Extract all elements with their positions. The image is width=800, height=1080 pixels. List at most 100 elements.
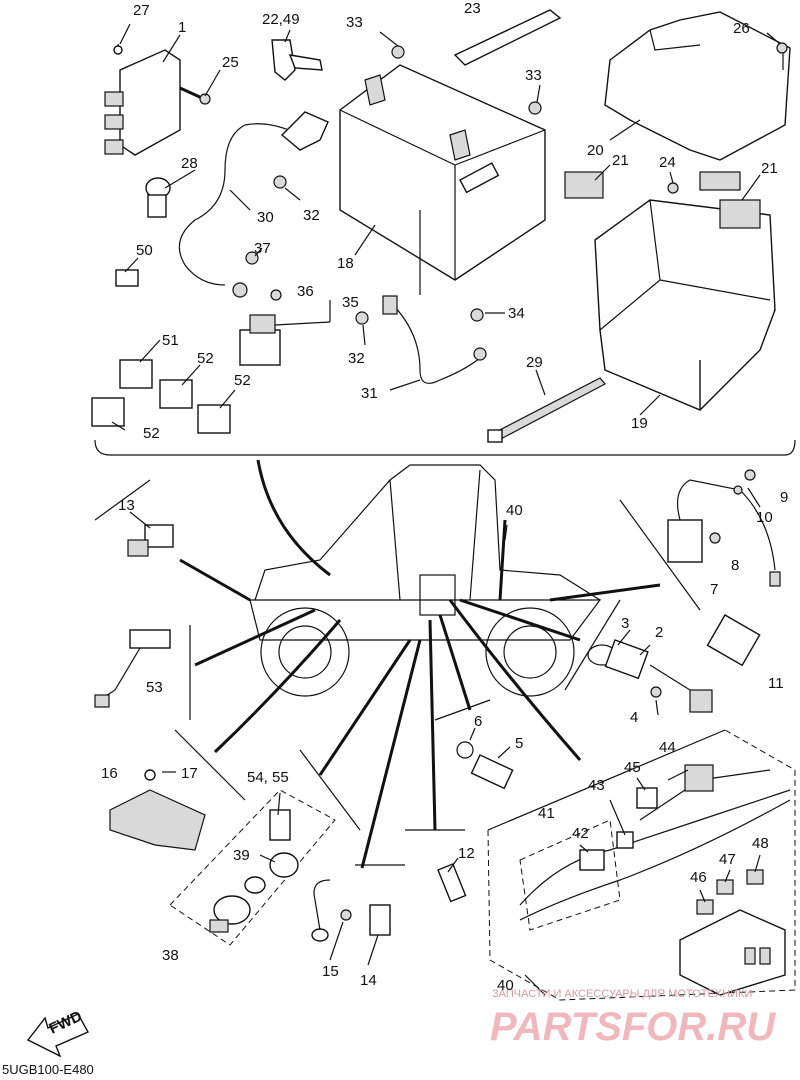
battery bbox=[339, 64, 546, 281]
callout-28: 28 bbox=[181, 155, 198, 172]
negative-cable bbox=[382, 295, 487, 384]
pad bbox=[699, 171, 741, 191]
callout-7: 7 bbox=[710, 581, 718, 598]
battery-box bbox=[594, 199, 776, 411]
wire-harness bbox=[487, 729, 796, 1001]
callout-47: 47 bbox=[719, 851, 736, 868]
callout-42: 42 bbox=[572, 825, 589, 842]
callout-14: 14 bbox=[360, 972, 377, 989]
washer bbox=[528, 101, 542, 115]
callout-13: 13 bbox=[118, 497, 135, 514]
callout-40: 40 bbox=[497, 977, 514, 994]
callout-41: 41 bbox=[538, 805, 555, 822]
callout-32: 32 bbox=[348, 350, 365, 367]
battery-cable bbox=[178, 111, 329, 286]
relay bbox=[159, 379, 193, 409]
callout-21: 21 bbox=[612, 152, 629, 169]
battery-cover bbox=[604, 11, 791, 161]
cdi-unit bbox=[104, 43, 181, 156]
callout-48: 48 bbox=[752, 835, 769, 852]
group-brackets bbox=[94, 479, 726, 866]
callout-51: 51 bbox=[162, 332, 179, 349]
callout-31: 31 bbox=[361, 385, 378, 402]
leader-lines-top bbox=[111, 23, 781, 431]
wire-clip bbox=[271, 39, 323, 81]
bolt bbox=[667, 182, 679, 194]
section-divider bbox=[94, 439, 796, 456]
callout-44: 44 bbox=[659, 739, 676, 756]
callout-1: 1 bbox=[178, 19, 186, 36]
callout-16: 16 bbox=[101, 765, 118, 782]
callout-17: 17 bbox=[181, 765, 198, 782]
callout-9: 9 bbox=[780, 489, 788, 506]
switch-sensor bbox=[456, 741, 514, 790]
callout-30: 30 bbox=[257, 209, 274, 226]
callout-3: 3 bbox=[621, 615, 629, 632]
callout-35: 35 bbox=[342, 294, 359, 311]
bolt bbox=[355, 311, 369, 325]
callout-6: 6 bbox=[474, 713, 482, 730]
callout-labels: 27 1 25 22,49 33 23 33 26 28 30 32 18 20… bbox=[101, 0, 788, 994]
fwd-arrow-icon: FWD bbox=[26, 1008, 89, 1058]
callout-12: 12 bbox=[458, 845, 475, 862]
callout-33: 33 bbox=[525, 67, 542, 84]
ignition-coil bbox=[667, 469, 781, 667]
callout-43: 43 bbox=[588, 777, 605, 794]
callout-10: 10 bbox=[756, 509, 773, 526]
starter-relay bbox=[232, 282, 281, 366]
callout-11: 11 bbox=[768, 675, 784, 692]
callout-25: 25 bbox=[222, 54, 239, 71]
callout-34: 34 bbox=[508, 305, 525, 322]
callout-52: 52 bbox=[234, 372, 251, 389]
callout-38: 38 bbox=[162, 947, 179, 964]
callout-40: 40 bbox=[506, 502, 523, 519]
callout-53: 53 bbox=[146, 679, 163, 696]
callout-45: 45 bbox=[624, 759, 641, 776]
callout-27: 27 bbox=[133, 2, 150, 19]
watermark-tagline: ЗАПЧАСТИ И АКСЕССУАРЫ ДЛЯ МОТОТЕХНИКИ bbox=[492, 988, 752, 1000]
bolt bbox=[179, 86, 211, 105]
callout-21: 21 bbox=[761, 160, 778, 177]
position-switch bbox=[94, 629, 171, 708]
sensor bbox=[127, 511, 174, 557]
callout-54-55: 54, 55 bbox=[247, 769, 289, 786]
callout-33: 33 bbox=[346, 14, 363, 31]
callout-46: 46 bbox=[690, 869, 707, 886]
relay bbox=[197, 404, 231, 434]
callout-19: 19 bbox=[631, 415, 648, 432]
relay bbox=[91, 397, 125, 427]
bolt bbox=[273, 175, 287, 189]
vehicle-outline bbox=[249, 464, 602, 697]
callout-20: 20 bbox=[587, 142, 604, 159]
relay bbox=[119, 359, 153, 389]
washer bbox=[391, 45, 405, 59]
callout-2: 2 bbox=[655, 624, 663, 641]
callout-37: 37 bbox=[254, 240, 271, 257]
callout-8: 8 bbox=[731, 557, 739, 574]
drawing-code: 5UGB100-E480 bbox=[2, 1062, 94, 1077]
clip bbox=[145, 177, 171, 218]
callout-36: 36 bbox=[297, 283, 314, 300]
callout-52: 52 bbox=[143, 425, 160, 442]
callout-26: 26 bbox=[733, 20, 750, 37]
callout-5: 5 bbox=[515, 735, 523, 752]
callout-50: 50 bbox=[136, 242, 153, 259]
leader-lines-bottom bbox=[162, 487, 761, 996]
callout-29: 29 bbox=[526, 354, 543, 371]
battery-band bbox=[453, 9, 562, 66]
callout-39: 39 bbox=[233, 847, 250, 864]
vehicle-leaders bbox=[179, 459, 661, 869]
callout-18: 18 bbox=[337, 255, 354, 272]
main-switch-group bbox=[169, 789, 336, 946]
callout-24: 24 bbox=[659, 154, 676, 171]
callout-52: 52 bbox=[197, 350, 214, 367]
callout-22-49: 22,49 bbox=[262, 11, 300, 28]
callout-23: 23 bbox=[464, 0, 481, 17]
callout-32: 32 bbox=[303, 207, 320, 224]
fuse bbox=[270, 289, 282, 301]
rectifier-regulator bbox=[109, 769, 206, 851]
cable-tie bbox=[487, 377, 606, 443]
relay-small bbox=[115, 269, 139, 287]
